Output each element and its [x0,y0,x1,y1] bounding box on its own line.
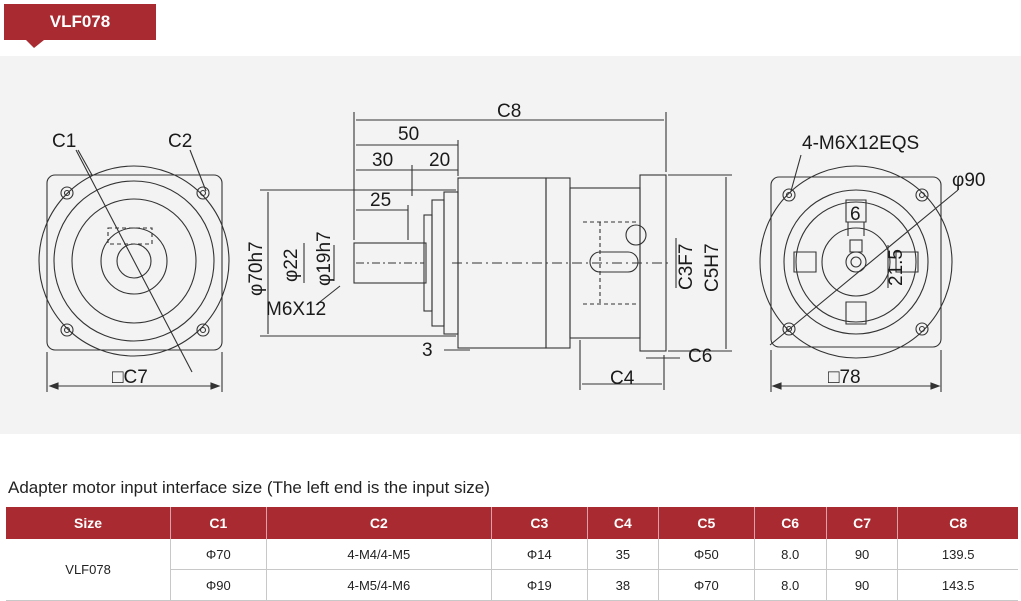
header-c4: C4 [587,507,660,539]
label-50: 50 [398,124,419,145]
table-cell: Φ19 [491,569,588,601]
table-caption: Adapter motor input interface size (The … [8,478,490,497]
header-c8: C8 [897,507,1018,539]
header-c7: C7 [826,507,899,539]
table-cell: Φ70 [170,539,267,570]
table-cell: 4-M5/4-M6 [265,569,493,601]
spec-table: Size C1 C2 C3 C4 C5 C6 C7 C8 VLF078 Φ70 … [6,507,1018,601]
header-c6: C6 [754,507,827,539]
table-cell: 90 [825,539,899,570]
label-78: □78 [828,367,861,388]
header-c1: C1 [170,507,267,539]
label-holes: 4-M6X12EQS [802,133,919,154]
header-size: Size [6,507,172,539]
label-21-5: 21.5 [886,249,907,286]
table-cell: 90 [825,569,899,601]
table-cell: Φ50 [658,539,755,570]
table-cell: 35 [586,539,660,570]
table-row: VLF078 Φ70 4-M4/4-M5 Φ14 35 Φ50 8.0 90 1… [6,539,1018,601]
label-c8: C8 [497,101,521,122]
label-c5h7: C5H7 [702,243,723,292]
header-c5: C5 [658,507,755,539]
label-20: 20 [429,150,450,171]
label-d70h7: φ70h7 [246,241,267,296]
table-cell: 8.0 [753,569,827,601]
size-cell: VLF078 [6,539,172,601]
table-cell: 139.5 [897,539,1018,570]
header-c3: C3 [491,507,588,539]
table-cell: Φ14 [491,539,588,570]
table-cell: 4-M4/4-M5 [265,539,493,570]
label-d22: φ22 [281,249,302,282]
label-d90: φ90 [952,170,985,191]
label-c6: C6 [688,346,712,367]
label-6: 6 [850,204,861,225]
input-end-view: C1 C2 □C7 [38,131,230,392]
label-c1: C1 [52,131,76,152]
table-cell: 8.0 [753,539,827,570]
label-c7: □C7 [112,367,148,388]
output-end-view: 4-M6X12EQS φ90 6 21.5 □78 [759,133,985,392]
table-cell: 38 [586,569,660,601]
table-cell: Φ70 [658,569,755,601]
table-row: Φ90 4-M5/4-M6 Φ19 38 Φ70 8.0 90 143.5 [6,569,1018,601]
label-c2: C2 [168,131,192,152]
table-header-row: Size C1 C2 C3 C4 C5 C6 C7 C8 [6,507,1018,539]
label-30: 30 [372,150,393,171]
label-3: 3 [422,340,433,361]
model-title: VLF078 [49,12,111,31]
label-c4: C4 [610,368,635,389]
side-view: C8 50 30 20 25 φ70h7 φ22 φ19h7 M6X12 3 C… [246,101,732,390]
label-25: 25 [370,190,391,211]
table-cell: Φ90 [170,569,267,601]
label-d19h7: φ19h7 [314,231,335,286]
label-m6x12: M6X12 [266,299,326,320]
header-c2: C2 [266,507,493,539]
technical-drawing: C1 C2 □C7 [0,56,1021,434]
table-cell: 143.5 [897,569,1018,601]
model-title-tab: VLF078 [4,4,156,48]
label-c3f7: C3F7 [676,244,697,290]
